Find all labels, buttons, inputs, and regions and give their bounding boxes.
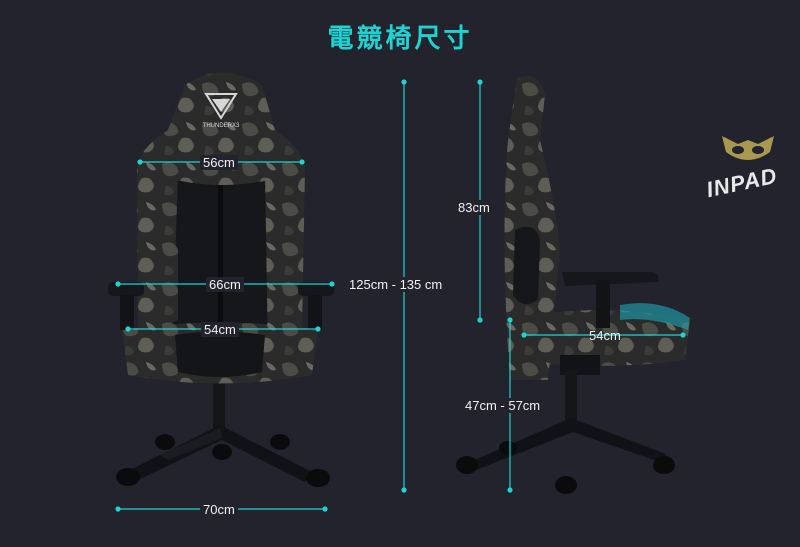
base-width-label: 70cm <box>200 502 238 517</box>
chair-front-armrest-right <box>298 282 334 296</box>
chair-front-base <box>116 380 330 487</box>
chair-brand-text: THUNDERX3 <box>203 123 240 129</box>
seat-width-label: 54cm <box>201 322 239 337</box>
headrest-width-label: 56cm <box>200 155 238 170</box>
back-height-label: 83cm <box>455 200 493 215</box>
inpad-owl-logo-icon <box>722 136 774 160</box>
seat-height-label: 47cm - 57cm <box>462 398 544 413</box>
armrest-width-label: 66cm <box>206 277 244 292</box>
total-height-label: 125cm - 135 cm <box>346 277 446 292</box>
seat-depth-label: 54cm <box>589 328 621 343</box>
thunderx3-logo-icon <box>204 93 238 120</box>
page-title: 電競椅尺寸 <box>327 24 473 54</box>
